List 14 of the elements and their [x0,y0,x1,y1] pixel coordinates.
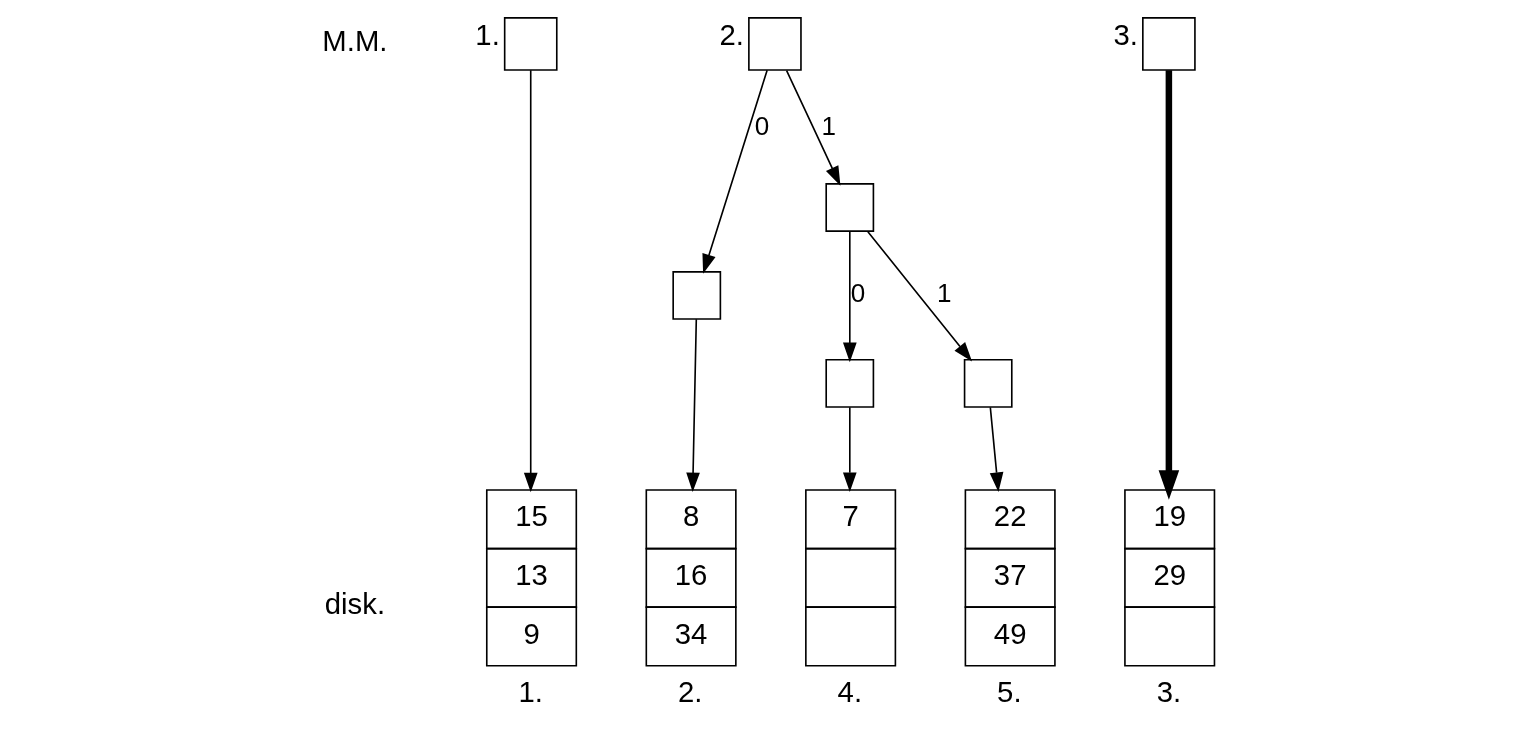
node-label: 5. [996,675,1022,709]
node-label: 2. [719,17,744,51]
node-label: 2. [677,675,702,709]
edge-label: 1 [820,110,836,141]
node-label: 3. [1156,675,1181,709]
edge-label: 0 [754,110,769,141]
node-label: 4. [837,675,862,709]
label: disk. [324,587,385,621]
node-label: 1. [518,675,543,709]
node-label: 3. [1113,17,1138,51]
edge-label: 1 [936,277,951,308]
edge-label: 0 [850,277,865,308]
label: M.M. [321,24,387,58]
node-label: 1. [474,17,500,51]
